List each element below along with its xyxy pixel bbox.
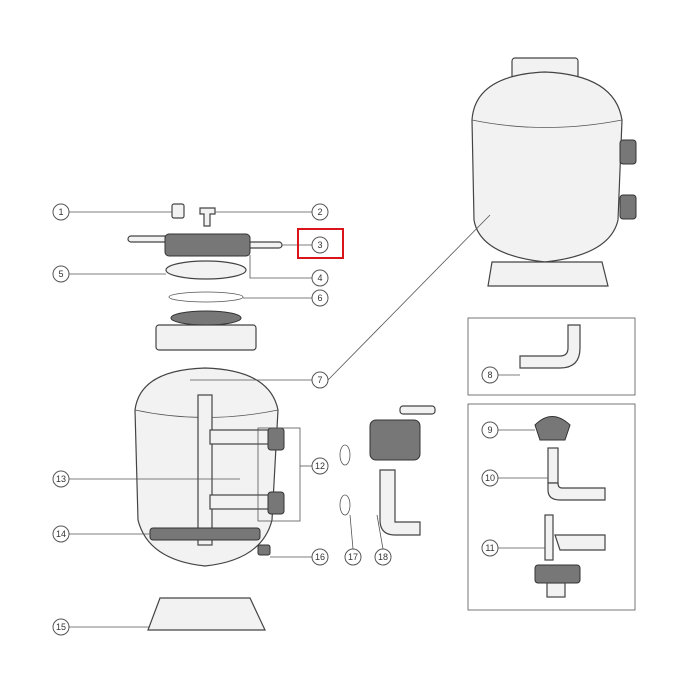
callout-label: 13 (56, 474, 66, 484)
callout-18[interactable]: 18 (374, 548, 392, 566)
callout-12[interactable]: 12 (311, 457, 329, 475)
highlight-box-part-3 (297, 228, 344, 259)
callout-label: 17 (348, 552, 358, 562)
part-8-inset-box (467, 317, 636, 396)
callout-label: 16 (315, 552, 325, 562)
callout-label: 6 (317, 293, 322, 303)
callout-11[interactable]: 11 (481, 539, 499, 557)
callout-label: 7 (317, 375, 322, 385)
callout-label: 11 (485, 543, 494, 553)
collector-parts-illustration (534, 416, 606, 598)
multiport-valve-illustration (339, 405, 436, 536)
callout-13[interactable]: 13 (52, 470, 70, 488)
callout-17[interactable]: 17 (344, 548, 362, 566)
callout-16[interactable]: 16 (311, 548, 329, 566)
callout-1[interactable]: 1 (52, 203, 70, 221)
callout-label: 1 (58, 207, 63, 217)
callout-label: 9 (487, 425, 492, 435)
parts-9-11-inset-box (467, 403, 636, 611)
callout-2[interactable]: 2 (311, 203, 329, 221)
callout-label: 8 (487, 370, 492, 380)
callout-3[interactable]: 3 (311, 236, 329, 254)
callout-14[interactable]: 14 (52, 525, 70, 543)
callout-label: 18 (378, 552, 388, 562)
callout-8[interactable]: 8 (481, 366, 499, 384)
callout-10[interactable]: 10 (481, 469, 499, 487)
leader-lines (69, 211, 548, 628)
callout-label: 3 (317, 240, 322, 250)
callout-7[interactable]: 7 (311, 371, 329, 389)
callout-4[interactable]: 4 (311, 269, 329, 287)
callout-label: 14 (56, 529, 66, 539)
callout-label: 2 (317, 207, 322, 217)
internal-assembly-illustration (134, 367, 301, 631)
callout-label: 5 (58, 269, 63, 279)
callout-label: 12 (315, 461, 325, 471)
callout-5[interactable]: 5 (52, 265, 70, 283)
lid-parts-illustration (127, 203, 283, 351)
callout-9[interactable]: 9 (481, 421, 499, 439)
callout-label: 4 (317, 273, 322, 283)
callout-label: 10 (485, 473, 495, 483)
tank-illustration (471, 57, 637, 287)
elbow-pipe-illustration (519, 324, 581, 369)
callout-15[interactable]: 15 (52, 618, 70, 636)
callout-6[interactable]: 6 (311, 289, 329, 307)
callout-label: 15 (56, 622, 66, 632)
